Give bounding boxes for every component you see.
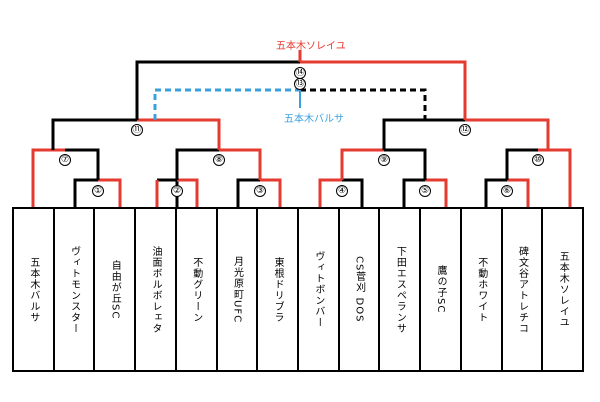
match-8-lines (175, 148, 262, 180)
team-name: CS菅刈 DOS (353, 256, 365, 323)
match-3-lines (236, 178, 282, 207)
team-cell: 月光原町UFC (218, 209, 259, 370)
match-number-7: ⑦ (59, 154, 71, 166)
match-number-6: ⑥ (501, 185, 513, 197)
match-number-1: ① (92, 185, 104, 197)
team-table: 五本木バルサ ヴィトモンスター 自由が丘SC 油面ボルボレェタ 不動グリーン 月… (12, 207, 584, 372)
match-number-4: ④ (336, 185, 348, 197)
team-cell: 油面ボルボレェタ (136, 209, 177, 370)
match-number-8: ⑧ (213, 154, 225, 166)
match-1-lines (73, 178, 122, 207)
match-number-2: ② (171, 185, 183, 197)
team-name: 五本木ソレイユ (557, 251, 569, 328)
team-cell: 不動ホワイト (462, 209, 503, 370)
team-name: 五本木バルサ (27, 256, 39, 323)
match-number-14: ⑭ (294, 67, 306, 79)
champion-label: 五本木ソレイユ (276, 41, 346, 52)
match-number-12: ⑫ (459, 124, 471, 136)
team-name: 東根ドリブラ (272, 256, 284, 323)
match-number-9: ⑨ (378, 154, 390, 166)
team-cell: 下田エスペランサ (380, 209, 422, 370)
team-name: 月光原町UFC (231, 255, 243, 324)
match-13-lines (153, 88, 427, 120)
team-cell: 五本木バルサ (14, 209, 55, 370)
team-name: 下田エスペランサ (394, 245, 406, 334)
team-name: 鷹の子SC (435, 265, 447, 314)
match-11-lines (51, 118, 221, 150)
team-name: 不動グリーン (190, 256, 202, 323)
team-cell: CS菅刈 DOS (340, 209, 381, 370)
match-6-lines (484, 178, 530, 207)
team-cell: 東根ドリブラ (258, 209, 300, 370)
match-5-lines (402, 178, 448, 207)
match-number-11: ⑪ (131, 124, 143, 136)
match-number-13: ⑬ (294, 78, 306, 90)
team-name: 油面ボルボレェタ (150, 245, 162, 334)
team-cell: ヴィトボンバー (299, 209, 340, 370)
match-number-5: ⑤ (419, 185, 431, 197)
team-cell: 自由が丘SC (95, 209, 137, 370)
match-9-lines (340, 148, 427, 180)
team-name: 碑文谷アトレチコ (516, 245, 528, 334)
team-name: ヴィトモンスター (68, 245, 80, 334)
team-name: 自由が丘SC (109, 259, 121, 320)
team-cell: 不動グリーン (177, 209, 218, 370)
match-12-lines (382, 118, 550, 150)
third-place-label: 五本木バルサ (284, 114, 344, 125)
team-cell: ヴィトモンスター (55, 209, 96, 370)
match-number-3: ③ (254, 185, 266, 197)
team-cell: 碑文谷アトレチコ (503, 209, 544, 370)
team-cell: 五本木ソレイユ (543, 209, 582, 370)
team-name: ヴィトボンバー (312, 251, 324, 328)
match-4-lines (318, 178, 364, 207)
team-name: 不動ホワイト (475, 256, 487, 323)
match-number-10: ⑩ (532, 154, 544, 166)
match-14-lines (135, 50, 467, 120)
team-cell: 鷹の子SC (421, 209, 462, 370)
